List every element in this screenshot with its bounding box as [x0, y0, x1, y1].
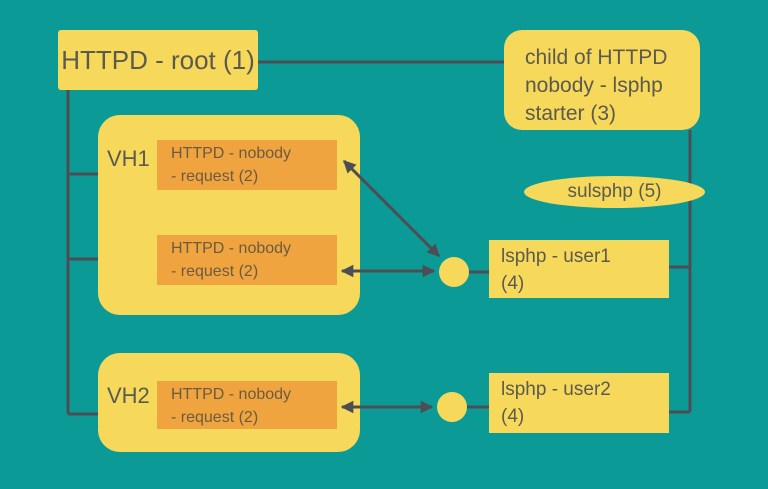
node-vh2-request-line2: - request (2) [171, 409, 259, 426]
node-vh1-request2: HTTPD - nobody - request (2) [157, 235, 337, 285]
group-vh1-label: VH1 [107, 146, 150, 171]
socket-user2-dot [437, 392, 467, 422]
group-vh2-label: VH2 [107, 383, 150, 408]
socket-user1-dot [439, 257, 469, 287]
node-vh1-request1: HTTPD - nobody - request (2) [157, 140, 337, 190]
node-child-line3: starter (3) [525, 102, 617, 125]
node-lsphp-user2-line1: lsphp - user2 [501, 379, 611, 400]
node-child-line2: nobody - lsphp [525, 74, 663, 97]
node-vh1-request1-line2: - request (2) [171, 168, 259, 185]
node-lsphp-user1: lsphp - user1 (4) [489, 240, 669, 298]
node-lsphp-user1-line2: (4) [501, 273, 525, 294]
node-httpd-root-label: HTTPD - root (1) [61, 44, 255, 75]
node-child-lsphp-starter: child of HTTPD nobody - lsphp starter (3… [504, 30, 700, 130]
node-sulsphp: sulsphp (5) [524, 176, 705, 208]
node-httpd-root: HTTPD - root (1) [58, 30, 258, 90]
node-lsphp-user2-line2: (4) [501, 406, 525, 427]
node-child-line1: child of HTTPD [525, 46, 668, 69]
node-lsphp-user2: lsphp - user2 (4) [489, 373, 669, 433]
node-sulsphp-label: sulsphp (5) [567, 181, 662, 202]
node-vh2-request: HTTPD - nobody - request (2) [157, 381, 337, 429]
node-vh1-request1-line1: HTTPD - nobody [171, 145, 292, 162]
node-vh2-request-line1: HTTPD - nobody [171, 386, 292, 403]
node-vh1-request2-line2: - request (2) [171, 263, 259, 280]
node-vh1-request2-line1: HTTPD - nobody [171, 240, 292, 257]
node-lsphp-user1-line1: lsphp - user1 [501, 246, 611, 267]
